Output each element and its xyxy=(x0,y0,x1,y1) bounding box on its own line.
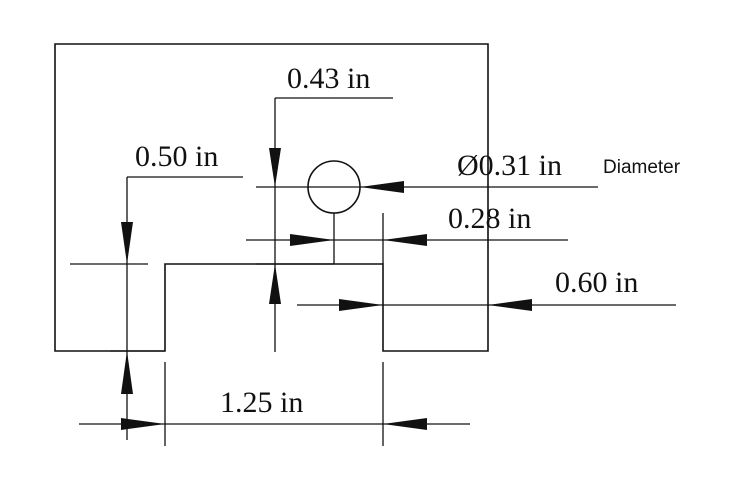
arrow-diameter xyxy=(360,181,404,193)
arrow-0-50-bottom xyxy=(121,351,133,394)
arrow-1-25-left xyxy=(121,418,165,430)
dimension-0-43: 0.43 in xyxy=(256,62,393,352)
dimension-0-60: 0.60 in xyxy=(297,266,676,311)
dimension-0-50: 0.50 in xyxy=(70,140,243,440)
arrow-0-28-right xyxy=(383,234,427,246)
label-diameter: Ø0.31 in xyxy=(457,149,562,182)
arrow-1-25-right xyxy=(383,418,427,430)
label-1-25: 1.25 in xyxy=(220,386,303,419)
label-0-28: 0.28 in xyxy=(448,202,531,235)
dimension-0-28: 0.28 in xyxy=(246,202,568,264)
arrow-0-43-bottom xyxy=(269,264,281,304)
dimension-1-25: 1.25 in xyxy=(79,362,470,446)
arrow-0-50-top xyxy=(121,222,133,264)
arrow-0-43-top xyxy=(269,148,281,187)
label-0-43: 0.43 in xyxy=(287,62,370,95)
arrow-0-28-left xyxy=(290,234,334,246)
arrow-0-60-left xyxy=(339,299,383,311)
arrow-0-60-right xyxy=(488,299,532,311)
label-diameter-note: Diameter xyxy=(603,157,681,178)
label-0-50: 0.50 in xyxy=(135,140,218,173)
label-0-60: 0.60 in xyxy=(555,266,638,299)
dimension-diameter: Ø0.31 in Diameter xyxy=(360,149,681,193)
